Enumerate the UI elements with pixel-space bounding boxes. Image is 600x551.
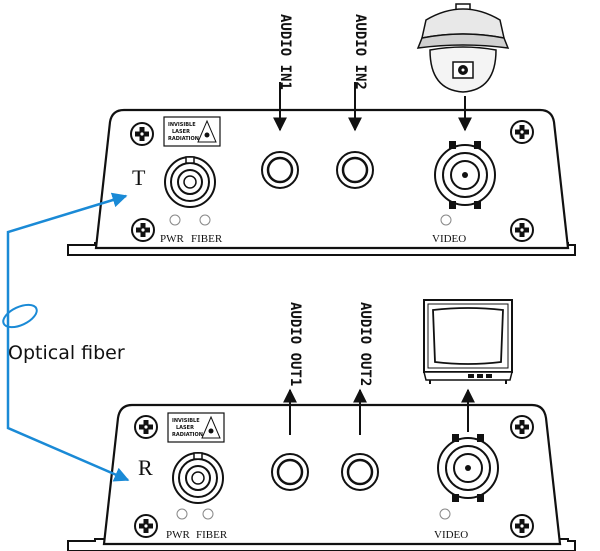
fiber-port[interactable] — [172, 452, 224, 504]
laser-hazard-icon — [201, 415, 221, 439]
audio-in1-jack[interactable] — [261, 151, 299, 189]
camera-icon — [416, 3, 510, 93]
svg-text:INVISIBLE: INVISIBLE — [168, 122, 196, 128]
laser-warning-label: INVISIBLE LASER RADIATION — [163, 116, 221, 147]
audio-in2-label: AUDIO IN2 — [352, 14, 368, 90]
video-bnc-output[interactable] — [437, 434, 499, 502]
svg-text:LASER: LASER — [176, 425, 194, 431]
audio-in1-label: AUDIO IN1 — [277, 14, 293, 90]
video-label: VIDEO — [432, 233, 466, 245]
video-bnc-input[interactable] — [434, 141, 496, 209]
video-label: VIDEO — [434, 529, 468, 541]
audio-out1-label: AUDIO OUT1 — [287, 302, 303, 386]
unit-letter-r: R — [138, 455, 153, 480]
transmitter-unit: T INVISIBLE LASER RADIATION PWR FIBER — [67, 108, 576, 256]
fiber-led — [199, 214, 211, 226]
svg-text:INVISIBLE: INVISIBLE — [172, 418, 200, 424]
svg-text:RADIATION: RADIATION — [172, 432, 203, 438]
fiber-loop-marker — [2, 303, 38, 329]
optical-fiber-cable — [2, 192, 130, 482]
pwr-label: PWR — [160, 233, 185, 245]
fiber-led — [202, 508, 214, 520]
fiber-port[interactable] — [164, 156, 216, 208]
pwr-label: PWR — [166, 529, 191, 541]
pwr-led — [176, 508, 188, 520]
svg-text:LASER: LASER — [172, 129, 190, 135]
laser-warning-label: INVISIBLE LASER RADIATION — [167, 412, 225, 443]
pwr-led — [169, 214, 181, 226]
unit-letter-t: T — [132, 165, 146, 190]
audio-out1-jack[interactable] — [271, 453, 309, 491]
fiber-line-to-transmitter — [6, 192, 128, 330]
video-led — [440, 214, 452, 226]
video-led — [439, 508, 451, 520]
svg-text:RADIATION: RADIATION — [168, 136, 199, 142]
laser-hazard-icon — [197, 119, 217, 143]
audio-out2-label: AUDIO OUT2 — [357, 302, 373, 386]
audio-out2-jack[interactable] — [341, 453, 379, 491]
fiber-label: FIBER — [191, 233, 223, 245]
fiber-label: FIBER — [196, 529, 228, 541]
optical-fiber-label: Optical fiber — [8, 342, 125, 364]
monitor-icon — [423, 299, 513, 384]
audio-in2-jack[interactable] — [336, 151, 374, 189]
fiber-line-to-receiver — [6, 330, 130, 482]
receiver-unit: R INVISIBLE LASER RADIATION PWR FIBER — [67, 403, 576, 551]
